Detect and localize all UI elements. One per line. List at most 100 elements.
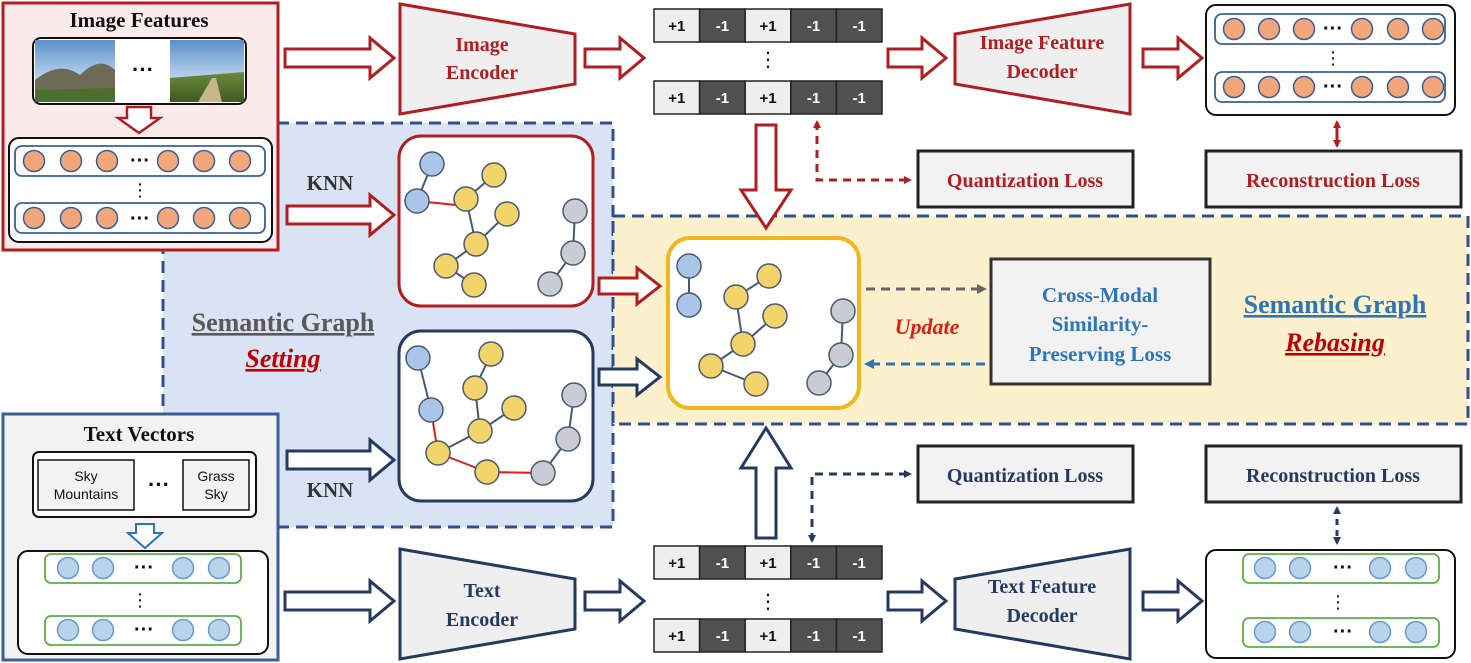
text-feature-vectors: ··· ··· ⋮ bbox=[17, 550, 269, 655]
image-vector-ellipsis-bottom: ··· bbox=[130, 208, 150, 230]
arrow-text-to-encoder bbox=[283, 577, 397, 625]
feature-node bbox=[1222, 17, 1246, 41]
image-recon-ellipsis-bottom: ··· bbox=[1323, 76, 1343, 98]
image-quantization-dashed-arrow bbox=[813, 120, 912, 184]
text-sample-left-line2: Mountains bbox=[54, 486, 119, 502]
hash-bit: +1 bbox=[653, 545, 701, 580]
hash-bit-value: +1 bbox=[668, 18, 685, 35]
hash-bit: +1 bbox=[744, 545, 792, 580]
image-features-panel: Image Features ··· ··· ··· ⋮ bbox=[1, 1, 280, 252]
text-reconstruction-loss-label: Reconstruction Loss bbox=[1246, 465, 1420, 487]
hash-bit-value: -1 bbox=[716, 18, 729, 35]
text-decoder-label-line2: Decoder bbox=[1006, 605, 1077, 627]
text-encoder: Text Encoder bbox=[398, 547, 577, 661]
text-decoder-label-line1: Text Feature bbox=[988, 576, 1096, 598]
feature-node bbox=[56, 618, 80, 642]
feature-node bbox=[95, 206, 119, 230]
hash-bit: -1 bbox=[790, 80, 838, 115]
hash-bit: +1 bbox=[744, 618, 792, 653]
hash-bit: -1 bbox=[835, 8, 883, 43]
hash-bit: +1 bbox=[653, 618, 701, 653]
image-feature-decoder: Image Feature Decoder bbox=[953, 2, 1132, 116]
text-vectors-panel: Text Vectors Sky Mountains ··· Grass Sky… bbox=[1, 412, 280, 662]
image-encoder: Image Encoder bbox=[398, 2, 577, 116]
hash-bit-value: +1 bbox=[759, 18, 776, 35]
feature-node bbox=[95, 149, 119, 173]
hash-bit-value: -1 bbox=[853, 628, 866, 645]
text-quantization-dashed-arrow bbox=[808, 470, 912, 543]
hash-bit: -1 bbox=[790, 618, 838, 653]
update-label: Update bbox=[895, 314, 960, 339]
hash-bit-value: -1 bbox=[853, 90, 866, 107]
image-reconstructed-nodes bbox=[1222, 17, 1445, 99]
image-semantic-graph bbox=[397, 134, 595, 308]
hash-bit-value: -1 bbox=[853, 555, 866, 572]
hash-bit-value: +1 bbox=[668, 90, 685, 107]
image-features-title: Image Features bbox=[70, 8, 209, 32]
arrow-text-knn bbox=[285, 436, 397, 484]
arrow-image-to-encoder bbox=[283, 34, 397, 82]
feature-node bbox=[171, 556, 195, 580]
feature-node bbox=[59, 206, 83, 230]
feature-node bbox=[1386, 17, 1410, 41]
feature-node bbox=[207, 618, 231, 642]
image-thumbnails: ··· bbox=[32, 37, 247, 105]
hash-bit: -1 bbox=[698, 8, 746, 43]
feature-node bbox=[228, 206, 252, 230]
text-hash-code-top: +1-1+1-1-1 bbox=[653, 545, 883, 580]
image-quantization-loss-label: Quantization Loss bbox=[947, 170, 1103, 192]
feature-node bbox=[1386, 75, 1410, 99]
hash-bit-value: +1 bbox=[668, 555, 685, 572]
landscape-photo-right bbox=[170, 40, 244, 102]
image-hash-codes: +1-1+1-1-1 ⋮ +1-1+1-1-1 bbox=[653, 8, 883, 115]
image-vector-vertical-ellipsis: ⋮ bbox=[131, 180, 149, 200]
arrow-text-decoder-to-reconstruction bbox=[1141, 577, 1205, 625]
feature-node bbox=[171, 618, 195, 642]
feature-node bbox=[1404, 620, 1428, 644]
hash-bit-value: +1 bbox=[759, 90, 776, 107]
cross-modal-loss-box: Cross-Modal Similarity- Preserving Loss bbox=[989, 257, 1212, 386]
feature-node bbox=[1421, 75, 1445, 99]
feature-node bbox=[22, 149, 46, 173]
hash-bit: +1 bbox=[744, 80, 792, 115]
text-knn-label: KNN bbox=[307, 478, 354, 502]
arrow-image-hash-to-graph bbox=[738, 123, 794, 231]
feature-node bbox=[91, 618, 115, 642]
image-reconstructed-features: ··· ··· ⋮ bbox=[1205, 4, 1456, 116]
hash-bit: -1 bbox=[698, 80, 746, 115]
hash-bit: -1 bbox=[698, 545, 746, 580]
feature-node bbox=[228, 149, 252, 173]
feature-node bbox=[1404, 556, 1428, 580]
hash-bit-value: +1 bbox=[759, 555, 776, 572]
text-sample-right-line2: Sky bbox=[204, 486, 227, 502]
feature-node bbox=[56, 556, 80, 580]
feature-node bbox=[1368, 556, 1392, 580]
image-reconstruction-loss-label: Reconstruction Loss bbox=[1246, 170, 1420, 192]
image-feature-nodes bbox=[22, 149, 252, 230]
arrow-text-hash-to-graph bbox=[738, 425, 794, 540]
feature-node bbox=[1421, 17, 1445, 41]
arrow-hash-to-decoder bbox=[886, 34, 949, 82]
cross-modal-loss-line3: Preserving Loss bbox=[1029, 342, 1172, 366]
hash-bit-value: -1 bbox=[807, 18, 820, 35]
text-encoder-label-line2: Encoder bbox=[446, 609, 518, 631]
feature-node bbox=[1288, 556, 1312, 580]
hash-bit: -1 bbox=[790, 8, 838, 43]
hash-bit: +1 bbox=[653, 80, 701, 115]
hash-bit: -1 bbox=[698, 618, 746, 653]
semantic-graph-setting-subtitle: Setting bbox=[245, 344, 320, 373]
text-samples-ellipsis: ··· bbox=[148, 472, 170, 497]
combined-semantic-graph bbox=[666, 236, 861, 410]
semantic-graph-setting-title: Semantic Graph bbox=[192, 308, 375, 337]
text-reconstructed-features: ··· ··· ⋮ bbox=[1205, 549, 1456, 659]
text-sample-left: Sky Mountains bbox=[37, 459, 135, 511]
feature-node bbox=[1288, 620, 1312, 644]
text-sample-right-line1: Grass bbox=[197, 468, 234, 484]
feature-node bbox=[1253, 620, 1277, 644]
image-reconstruction-loss-box: Reconstruction Loss bbox=[1204, 149, 1463, 209]
text-vectors-title: Text Vectors bbox=[84, 422, 195, 446]
text-down-arrow-icon bbox=[125, 523, 165, 550]
text-vector-ellipsis-bottom: ··· bbox=[134, 619, 154, 641]
text-recon-vertical-ellipsis: ⋮ bbox=[1329, 592, 1347, 612]
